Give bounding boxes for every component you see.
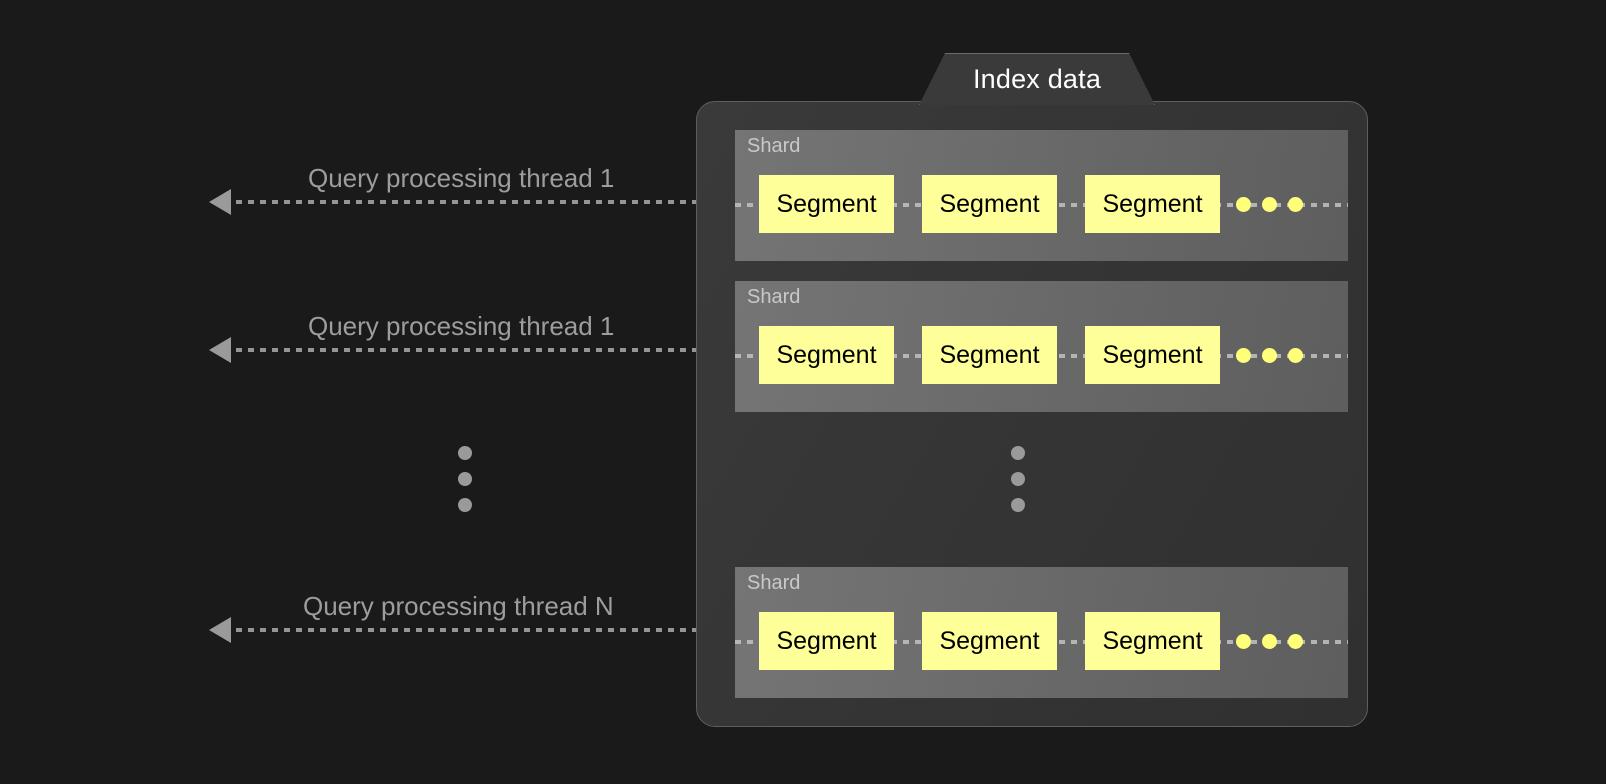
thread-arrow-head-1 <box>209 189 231 215</box>
thread-arrow-head-3 <box>209 617 231 643</box>
thread-arrow-line-2 <box>236 348 764 352</box>
segment-box: Segment <box>1085 175 1220 233</box>
shard-row-1: Shard Segment Segment Segment <box>735 130 1348 261</box>
segment-ellipsis-dot <box>1288 634 1303 649</box>
segment-ellipsis-dot <box>1236 197 1251 212</box>
segment-box: Segment <box>1085 326 1220 384</box>
thread-label-2: Query processing thread 1 <box>308 311 615 341</box>
thread-arrow-line-1 <box>236 200 764 204</box>
segment-ellipsis-dot <box>1288 348 1303 363</box>
ellipsis-dot <box>1011 498 1025 512</box>
index-data-title: Index data <box>972 63 1102 94</box>
thread-arrow-line-3 <box>236 628 764 632</box>
ellipsis-dot <box>458 446 472 460</box>
index-data-tab <box>919 53 1155 105</box>
thread-arrow-head-2 <box>209 337 231 363</box>
shard-label-1: Shard <box>747 135 801 157</box>
segment-ellipsis-dot <box>1236 348 1251 363</box>
segment-box: Segment <box>759 326 894 384</box>
ellipsis-dot <box>1011 472 1025 486</box>
ellipsis-dot <box>458 498 472 512</box>
shard-label-3: Shard <box>747 572 801 594</box>
segment-ellipsis-dot <box>1288 197 1303 212</box>
shard-label-2: Shard <box>747 286 801 308</box>
segment-box: Segment <box>922 612 1057 670</box>
segment-ellipsis-dot <box>1262 634 1277 649</box>
segment-box: Segment <box>922 175 1057 233</box>
thread-label-3: Query processing thread N <box>303 591 614 621</box>
ellipsis-dot <box>458 472 472 486</box>
shard-row-3: Shard Segment Segment Segment <box>735 567 1348 698</box>
segment-box: Segment <box>922 326 1057 384</box>
segment-box: Segment <box>759 175 894 233</box>
shard-row-2: Shard Segment Segment Segment <box>735 281 1348 412</box>
thread-label-1: Query processing thread 1 <box>308 163 615 193</box>
segment-ellipsis-dot <box>1262 197 1277 212</box>
ellipsis-dot <box>1011 446 1025 460</box>
segment-box: Segment <box>759 612 894 670</box>
segment-box: Segment <box>1085 612 1220 670</box>
segment-ellipsis-dot <box>1236 634 1251 649</box>
segment-ellipsis-dot <box>1262 348 1277 363</box>
